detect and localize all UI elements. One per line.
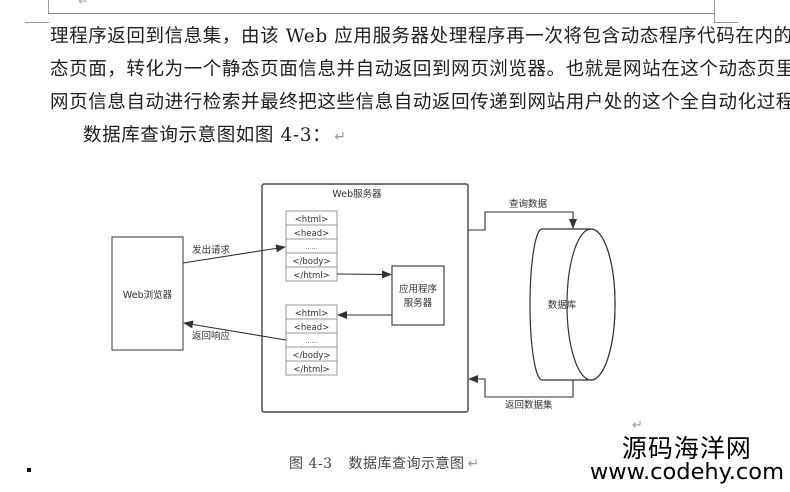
header-paragraph-mark: ↵ (78, 0, 89, 8)
paragraph-mark: ↵ (467, 456, 480, 472)
query-label: 查询数据 (509, 198, 548, 210)
watermark-url: www.codehy.com (589, 459, 784, 485)
html-stack-top-text: <head> (294, 229, 329, 239)
header-corner-left-horizontal (25, 22, 49, 23)
html-stack-bottom-text: ...... (306, 338, 318, 345)
html-stack-bottom-row (285, 360, 338, 376)
html-stack-bottom-text: <head> (294, 323, 329, 333)
html-to-app-arrow (336, 270, 392, 279)
request-arrow (182, 244, 286, 264)
web-browser-box: Web浏览器 (111, 236, 184, 351)
response-label: 返回响应 (192, 330, 231, 342)
web-server-label: Web服务器 (332, 188, 382, 200)
header-corner-right-vertical (714, 0, 715, 23)
web-browser-label: Web浏览器 (123, 289, 173, 301)
watermark: 源码海洋网 www.codehy.com (590, 436, 784, 484)
paragraph-mark: ↵ (632, 418, 643, 433)
html-stack-top-text: ...... (306, 244, 318, 251)
figure-caption-text: 数据库查询示意图 (348, 456, 465, 472)
paragraph-mark: ↵ (334, 129, 347, 145)
figure-caption-number: 图 4-3 (289, 456, 333, 472)
result-label: 返回数据集 (505, 399, 553, 411)
intro-line: 数据库查询示意图如图 4-3：↵ (83, 121, 347, 147)
query-arrow (468, 211, 577, 231)
header-rule (48, 13, 715, 14)
paragraph-line-1: 理程序返回到信息集，由该 Web 应用服务器处理程序再一次将包含动态程序代码在内… (50, 26, 790, 47)
paragraph-line-3: 网页信息自动进行检索并最终把这些信息自动返回传递到网站用户处的这个全自动化过程。… (50, 88, 790, 114)
result-arrow (468, 375, 574, 398)
figure-caption: 图 4-3 数据库查询示意图↵ (289, 453, 480, 473)
intro-line-text: 数据库查询示意图如图 4-3： (83, 125, 332, 146)
html-stack-bottom-text: </html> (293, 365, 329, 375)
app-server-label-line1: 应用程序 (399, 283, 438, 295)
request-label: 发出请求 (192, 244, 231, 256)
paragraph-line-3-text: 网页信息自动进行检索并最终把这些信息自动返回传递到网站用户处的这个全自动化过程。 (50, 92, 790, 113)
database-cylinder: 数据库 (529, 228, 616, 381)
database-label: 数据库 (548, 299, 577, 311)
html-stack-top-text: </html> (293, 271, 329, 281)
header-corner-left-vertical (48, 0, 49, 14)
html-stack-bottom-text: <html> (295, 309, 329, 319)
header-corner-right-horizontal (714, 22, 738, 23)
html-stack-bottom-text: </body> (292, 351, 330, 361)
html-stack-top-text: </body> (292, 257, 330, 267)
html-stack-bottom: <html> <head> ...... </body> </html> (285, 304, 338, 376)
app-server-box: 应用程序 服务器 (391, 265, 445, 326)
response-arrow (183, 320, 287, 341)
html-stack-top: <html> <head> ...... </body> </html> (285, 210, 338, 282)
app-server-label-line2: 服务器 (404, 297, 433, 309)
bullet-dot (27, 468, 31, 472)
html-stack-top-text: <html> (295, 215, 329, 225)
watermark-title: 源码海洋网 (621, 434, 752, 463)
paragraph-line-2: 态页面，转化为一个静态页面信息并自动返回到网页浏览器。也就是网站在这个动态页里对 (50, 59, 790, 80)
